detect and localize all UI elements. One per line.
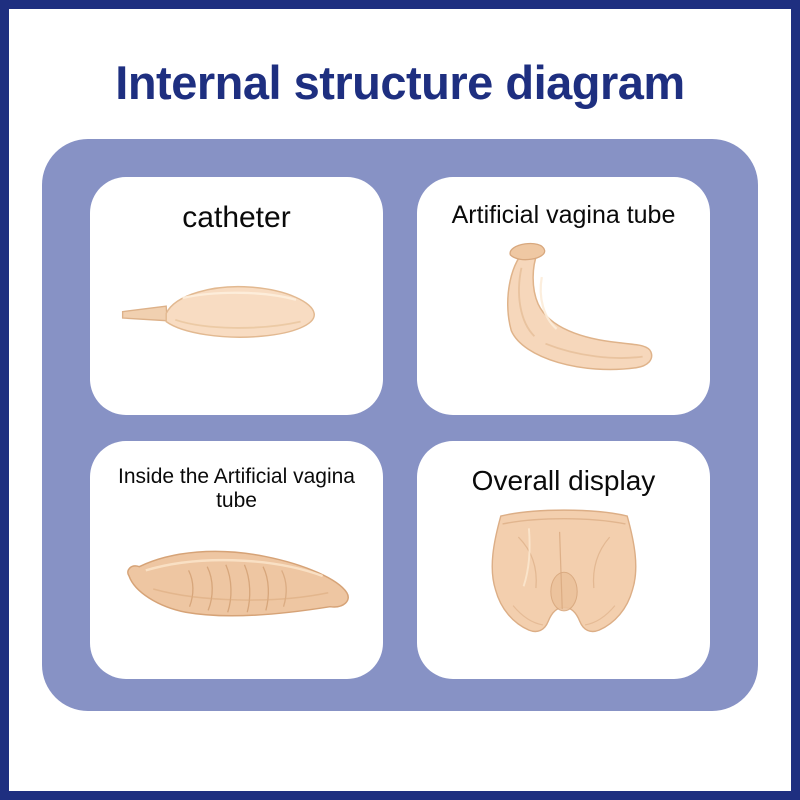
card-catheter: catheter	[90, 176, 383, 415]
card-overall-display: Overall display	[417, 440, 710, 679]
artificial-vagina-tube-figure	[429, 229, 698, 400]
card-inside-artificial-vagina-tube: Inside the Artificial vagina tube	[90, 440, 383, 679]
catheter-figure	[102, 235, 371, 401]
artificial-vagina-tube-image	[506, 242, 652, 371]
artificial-vagina-tube-label: Artificial vagina tube	[451, 200, 676, 229]
overall-display-label: Overall display	[471, 464, 656, 496]
overall-display-figure	[429, 497, 698, 665]
overall-display-image	[491, 509, 636, 632]
inside-artificial-vagina-tube-image	[126, 550, 349, 617]
page-title: Internal structure diagram	[115, 56, 685, 109]
inside-artificial-vagina-tube-label: Inside the Artificial vagina tube	[118, 464, 355, 512]
card-artificial-vagina-tube: Artificial vagina tube	[417, 176, 710, 415]
catheter-label: catheter	[182, 200, 291, 234]
diagram-panel: catheter Artificial vagina tube	[42, 138, 758, 711]
inside-artificial-vagina-tube-figure	[102, 513, 371, 665]
catheter-image	[121, 285, 315, 338]
